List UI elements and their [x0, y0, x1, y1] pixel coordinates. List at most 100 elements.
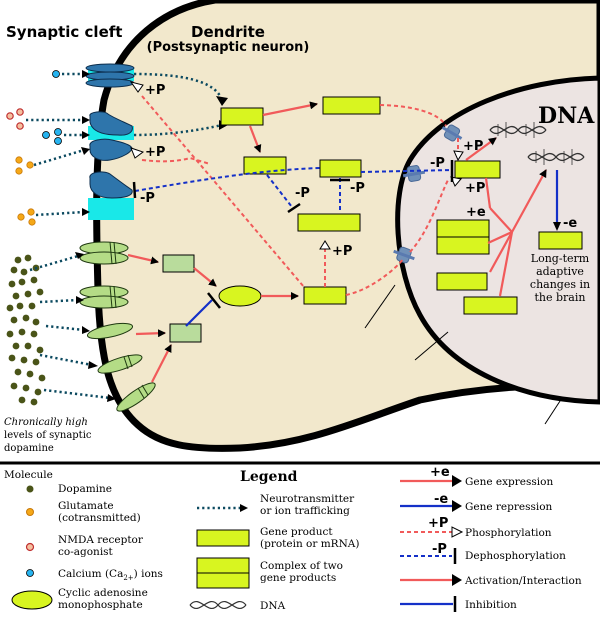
texture-line: [414, 331, 449, 361]
legend-minus-e: -e: [434, 492, 448, 507]
dopamine-molecule: [28, 302, 36, 310]
legend-dna-swatch: [189, 601, 247, 609]
legend-glutamate-swatch: [26, 508, 34, 516]
legend-minus-p: -P: [432, 542, 447, 557]
legend-nmda: NMDA receptor: [58, 534, 144, 546]
mark-minus-e: -e: [563, 216, 577, 231]
calcium-ions: [42, 70, 62, 145]
synaptic-cleft-label: Synaptic cleft: [6, 23, 122, 41]
mark-plus-p: +P: [145, 83, 165, 98]
dopamine-molecule: [14, 256, 22, 264]
pale-gene-products: [162, 254, 202, 343]
legend-calcium-swatch: [26, 569, 34, 577]
camp: [218, 285, 262, 307]
chronic-line: dopamine: [4, 443, 54, 454]
dna-icon: [489, 122, 547, 138]
nmda-coagonists: [6, 108, 24, 130]
legend-nt-2: or ion trafficking: [260, 505, 350, 517]
legend-camp-2: monophosphate: [58, 599, 143, 611]
dopamine-molecule: [6, 330, 14, 338]
dopamine-molecule: [36, 346, 44, 354]
mark-plus-p: +P: [145, 145, 165, 160]
dopamine-molecule: [34, 388, 42, 396]
dopamine-molecule: [20, 356, 28, 364]
legend-glutamate-2: (cotransmitted): [58, 512, 141, 524]
dopamine-molecule: [14, 368, 22, 376]
dopamine-molecule: [30, 276, 38, 284]
mark-minus-p: -P: [140, 191, 155, 206]
dopamine-molecule: [24, 290, 32, 298]
calcium-channel: [85, 63, 135, 88]
phosphorylation-heads: [129, 81, 464, 250]
chronic-line: levels of synaptic: [4, 430, 92, 441]
dopamine-molecule: [22, 314, 30, 322]
ltac-line: Long-term: [531, 252, 590, 265]
legend-gene-product-swatch: [196, 529, 250, 547]
chronic-line: Chronically high: [4, 417, 88, 428]
legend-activation: Activation/Interaction: [464, 575, 582, 587]
legend-gp: Gene product: [260, 526, 333, 538]
legend-gene-repression: Gene repression: [465, 501, 553, 513]
postsynaptic-label: (Postsynaptic neuron): [147, 40, 310, 55]
glutamate-receptors: [79, 241, 156, 412]
legend-gene-expression: Gene expression: [465, 476, 553, 488]
legend-dopamine-swatch: [26, 485, 34, 493]
dopamine-molecule: [30, 330, 38, 338]
legend-glutamate: Glutamate: [58, 500, 114, 512]
dopamine-molecule: [8, 354, 16, 362]
dopamine-molecule: [30, 398, 38, 406]
inhibition-bar: [207, 292, 221, 309]
legend-camp-swatch: [11, 590, 53, 610]
legend-dna: DNA: [260, 600, 286, 612]
ltac-line: adaptive: [536, 265, 584, 278]
dopamine-molecule: [8, 280, 16, 288]
mark-minus-p: -P: [295, 186, 310, 201]
ltac-line: changes in: [530, 278, 590, 291]
dopamine-molecule: [10, 382, 18, 390]
mark-plus-e: +e: [466, 205, 486, 220]
mark-plus-p: +P: [465, 181, 485, 196]
dopamine-molecule: [18, 396, 26, 404]
dopamine-molecule: [32, 318, 40, 326]
legend-complex-swatch: [196, 557, 250, 574]
legend-phosphorylation: Phosphorylation: [465, 527, 552, 539]
dopamine-receptor-2: [88, 171, 134, 220]
trafficking-arrows: [26, 72, 224, 400]
legend-complex-swatch: [196, 572, 250, 589]
legend-gp-2: (protein or mRNA): [260, 538, 359, 550]
dopamine-molecule: [22, 384, 30, 392]
glutamate-molecules: [15, 156, 36, 226]
repression-head: [553, 222, 561, 231]
mark-minus-p: -P: [350, 181, 365, 196]
nuclear-pores: [393, 124, 463, 264]
dopamine-molecule: [16, 302, 24, 310]
legend-cx: Complex of two: [260, 560, 343, 572]
legend-plus-p: +P: [428, 516, 448, 531]
dopamine-molecule: [36, 288, 44, 296]
activation-arrows: [127, 101, 547, 383]
gene-products: [220, 96, 583, 315]
dopamine-receptor-1: [88, 111, 134, 161]
dopamine-molecule: [24, 342, 32, 350]
legend-inhibition: Inhibition: [465, 599, 517, 611]
legend-title: Legend: [240, 469, 298, 485]
inhibition-lines: [185, 170, 559, 327]
nucleus: [395, 75, 600, 405]
dopamine-molecule: [20, 268, 28, 276]
inhibition-bars: [132, 160, 454, 214]
mark-plus-p: +P: [463, 139, 483, 154]
legend-dephosphorylation: Dephosphorylation: [465, 550, 566, 562]
dna-label: DNA: [538, 103, 595, 129]
mark-minus-p: -P: [430, 156, 445, 171]
dopamine-molecule: [18, 328, 26, 336]
dopamine-molecule: [10, 266, 18, 274]
dopamine-molecules: [6, 254, 46, 406]
dopamine-molecule: [18, 278, 26, 286]
legend-trafficking-head: [240, 504, 248, 512]
legend-molecule-header: Molecule: [4, 469, 53, 481]
mark-plus-p: +P: [332, 244, 352, 259]
ltac-line: the brain: [535, 291, 586, 304]
legend-nmda-swatch: [25, 542, 35, 552]
dopamine-molecule: [26, 370, 34, 378]
texture-line: [364, 284, 396, 329]
